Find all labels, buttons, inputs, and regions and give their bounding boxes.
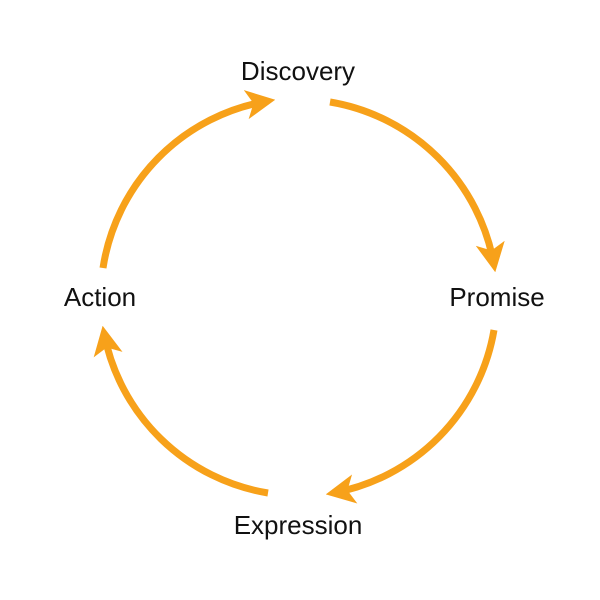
node-expression: Expression — [233, 510, 363, 540]
node-promise: Promise — [449, 282, 545, 312]
node-action: Action — [63, 282, 137, 312]
arrow-promise-to-expression — [325, 329, 498, 504]
arrow-discovery-to-promise — [329, 98, 505, 273]
node-discovery: Discovery — [240, 56, 356, 86]
arrow-action-to-discovery — [99, 90, 276, 269]
arrow-expression-to-action — [93, 325, 269, 497]
